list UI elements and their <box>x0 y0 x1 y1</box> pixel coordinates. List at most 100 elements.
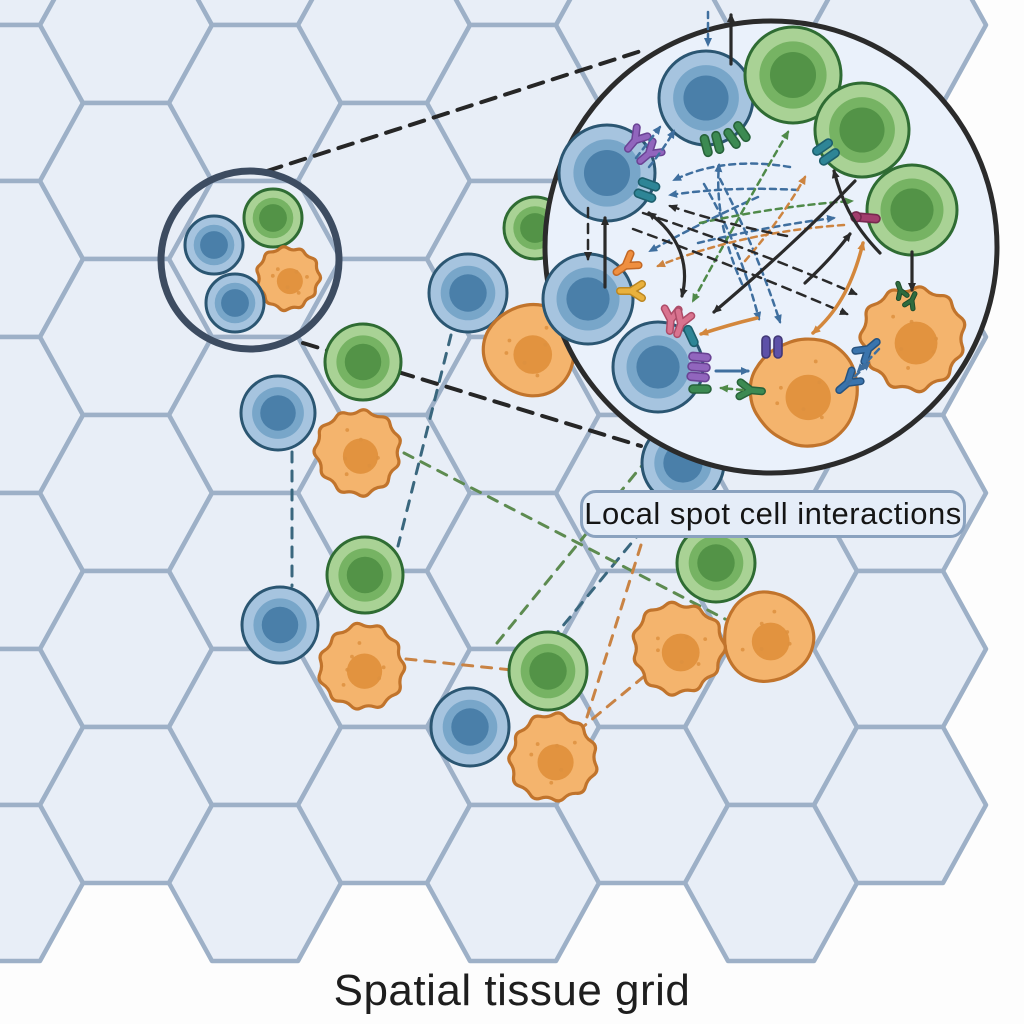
cell-orange <box>631 600 728 697</box>
cell-speckle <box>656 648 660 653</box>
cell-nucleus <box>894 321 938 365</box>
cell-speckle <box>931 350 936 354</box>
cell-orange <box>255 245 323 313</box>
cell-green <box>675 522 757 604</box>
cell-blue <box>657 49 755 147</box>
receptor-purple <box>624 123 652 153</box>
interaction-arrow <box>634 125 662 160</box>
receptor-y <box>903 292 917 311</box>
cell-speckle <box>535 373 540 378</box>
cell-green <box>507 630 589 712</box>
receptor-pill <box>637 177 661 192</box>
interaction-arrow <box>712 179 857 314</box>
cell-nucleus <box>260 395 296 431</box>
cell-speckle <box>813 359 818 364</box>
magnifier-small-ring <box>157 167 343 353</box>
cell-speckle <box>507 338 512 343</box>
cell-nucleus <box>661 633 700 672</box>
cell-nucleus <box>261 606 299 644</box>
cell-orange <box>312 408 402 498</box>
cell-speckle <box>544 325 549 330</box>
cell-speckle <box>572 740 577 745</box>
cell-green <box>325 535 405 615</box>
cell-speckle <box>341 682 346 687</box>
cell-speckle <box>345 667 350 672</box>
interaction-arrow <box>647 129 676 169</box>
cell-green <box>323 322 403 402</box>
cell-nucleus <box>513 335 553 374</box>
cell-nucleus <box>200 231 228 259</box>
cell-speckle <box>817 380 822 385</box>
cell-speckle <box>357 641 362 645</box>
spot-link <box>402 451 727 621</box>
cell-speckle <box>345 428 350 432</box>
cell-speckle <box>740 647 745 652</box>
cell-nucleus <box>449 274 487 312</box>
cell-blue <box>183 214 245 276</box>
spot-link <box>585 543 643 719</box>
cell-blue <box>429 686 511 768</box>
cell-speckle <box>906 366 910 370</box>
diagram-title: Spatial tissue grid <box>333 966 691 1015</box>
cell-speckle <box>305 274 309 279</box>
spot-link <box>404 657 514 672</box>
receptor-pill <box>633 188 657 203</box>
cell-speckle <box>275 267 280 271</box>
receptor-teal <box>683 324 699 348</box>
receptor-y <box>896 281 909 301</box>
inset-layer <box>541 18 1000 476</box>
receptor-magenta <box>850 211 881 224</box>
cell-nucleus <box>344 343 382 381</box>
cell-speckle <box>344 472 349 477</box>
cell-nucleus <box>520 213 550 243</box>
cell-nucleus <box>839 107 885 153</box>
receptor-pill <box>686 371 710 383</box>
cell-speckle <box>772 609 777 614</box>
interaction-arrow <box>831 169 882 255</box>
cell-green <box>865 163 959 257</box>
cell-blue <box>240 585 320 665</box>
inset-callout-label: Local spot cell interactions <box>580 490 966 538</box>
cell-nucleus <box>566 277 610 321</box>
cell-speckle <box>801 407 806 412</box>
cell-speckle <box>377 676 382 681</box>
cell-nucleus <box>346 556 384 594</box>
receptor-pill <box>818 148 840 166</box>
spot-link <box>396 333 453 548</box>
cell-speckle <box>559 767 564 772</box>
cell-nucleus <box>785 374 831 421</box>
interaction-arrow <box>668 204 789 238</box>
cell-speckle <box>785 630 790 634</box>
cell-speckle <box>891 314 896 319</box>
cell-speckle <box>376 455 380 460</box>
cell-nucleus <box>537 744 574 781</box>
cell-green <box>242 187 304 249</box>
cell-nucleus <box>346 653 383 689</box>
receptor-y <box>617 281 645 301</box>
cell-blue <box>427 252 509 334</box>
cell-green <box>743 25 843 125</box>
cell-nucleus <box>451 708 489 746</box>
cell-nucleus <box>259 204 287 232</box>
cell-orange <box>858 285 967 394</box>
cell-orange <box>317 621 407 711</box>
interaction-arrow <box>647 211 688 298</box>
cell-nucleus <box>769 51 817 99</box>
cell-speckle <box>367 463 372 468</box>
interaction-arrow <box>631 227 849 316</box>
cell-speckle <box>684 635 689 639</box>
receptor-y <box>736 379 765 399</box>
cell-nucleus <box>276 268 303 295</box>
interaction-arrow <box>845 361 871 386</box>
receptor-pill <box>761 335 771 359</box>
cell-speckle <box>775 401 780 406</box>
receptor-pill <box>687 361 711 373</box>
hex-tile <box>811 724 989 886</box>
cell-nucleus <box>221 289 249 317</box>
receptor-pill <box>688 384 712 394</box>
receptor-pill <box>812 138 834 156</box>
cell-speckle <box>759 621 764 626</box>
cell-blue <box>204 272 266 334</box>
cell-speckle <box>703 637 708 642</box>
cell-speckle <box>549 780 554 785</box>
